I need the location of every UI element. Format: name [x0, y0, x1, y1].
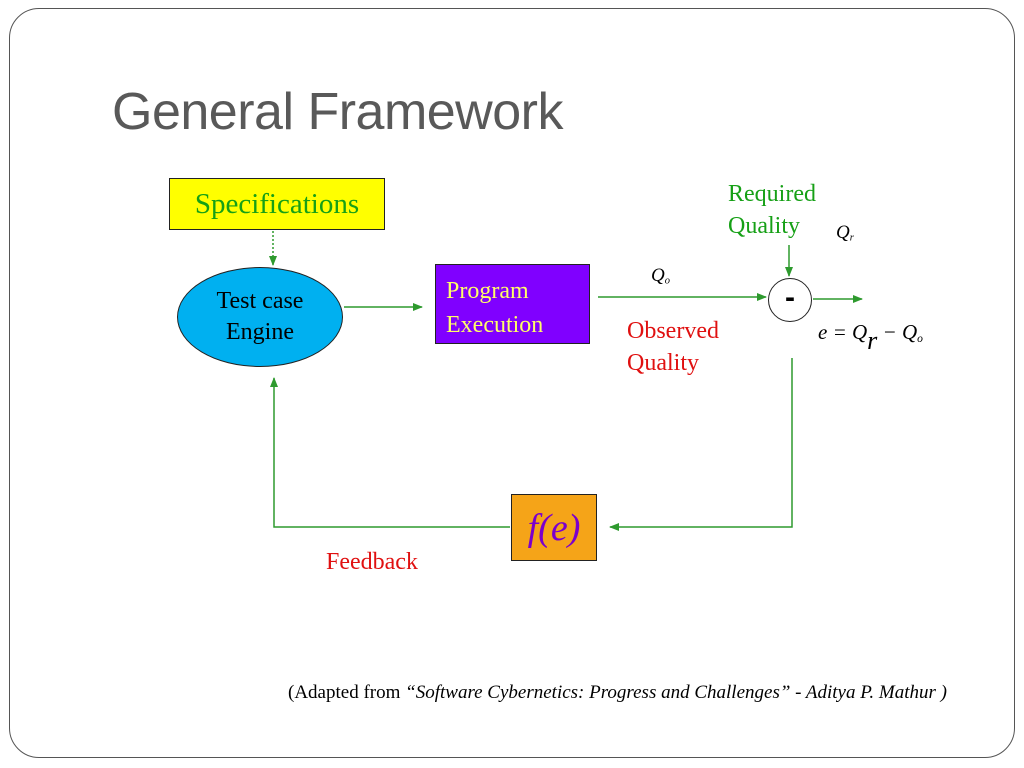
- feedback-label: Feedback: [326, 549, 418, 575]
- qr-symbol: Qr: [836, 222, 854, 244]
- sum-to-feedback-arrow: [609, 358, 793, 531]
- test-case-engine-node: Test case Engine: [177, 267, 343, 367]
- engine-label-line2: Engine: [226, 319, 294, 345]
- exec-label-line2: Execution: [446, 311, 544, 338]
- program-execution-box: Program Execution: [435, 264, 590, 344]
- slide-frame: [9, 8, 1015, 758]
- citation-work: “Software Cybernetics: Progress and Chal…: [405, 682, 947, 703]
- feedback-function-label: f(e): [527, 506, 581, 549]
- citation-prefix: (Adapted from: [288, 682, 406, 703]
- required-quality-label: Required Quality: [728, 178, 816, 243]
- error-equation: e = Qr − Qo: [818, 320, 923, 355]
- engine-label-line1: Test case: [216, 287, 304, 314]
- minus-symbol: -: [785, 281, 795, 314]
- observed-quality-label: Observed Quality: [627, 315, 719, 380]
- exec-label-line1: Program: [446, 278, 529, 304]
- feedback-to-engine-arrow: [270, 377, 510, 528]
- citation: (Adapted from “Software Cybernetics: Pro…: [288, 682, 947, 704]
- slide-title: General Framework: [112, 83, 563, 141]
- specifications-box: Specifications: [169, 178, 385, 230]
- feedback-function-box: f(e): [511, 494, 597, 561]
- comparator-node: -: [768, 278, 812, 322]
- required-quality-line1: Required: [728, 181, 816, 207]
- specifications-label: Specifications: [194, 187, 360, 220]
- qo-symbol: Qo: [651, 265, 670, 287]
- required-quality-line2: Quality: [728, 213, 800, 240]
- observed-quality-line1: Observed: [627, 318, 719, 344]
- observed-quality-line2: Quality: [627, 350, 699, 377]
